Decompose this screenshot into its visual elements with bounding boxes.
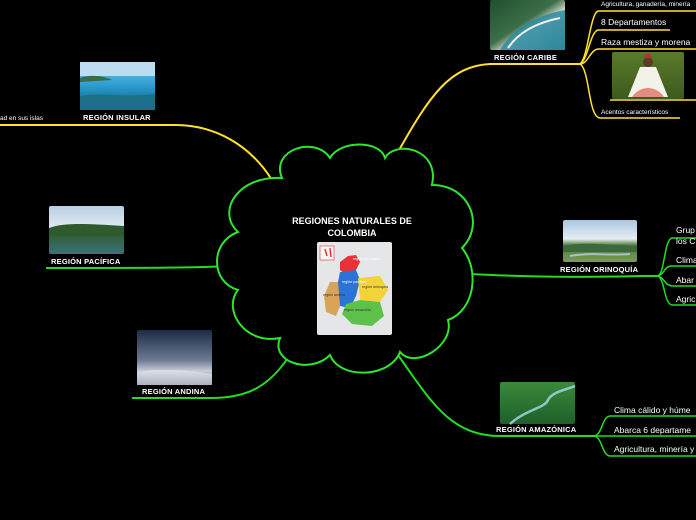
photo-andina	[137, 330, 212, 385]
amazonica-subtopic-2[interactable]: Abarca 6 departame	[614, 425, 692, 435]
map-label-andina: región andina	[323, 293, 345, 297]
connector-amazonica-sub-3	[594, 435, 696, 457]
connector-caribe-sub-3	[579, 48, 696, 65]
orinoquia-subtopic-1a[interactable]: Grup	[676, 225, 695, 235]
photo-caribe-woman	[612, 52, 684, 99]
orinoquia-subtopic-2[interactable]: Clima	[676, 255, 696, 265]
amazonica-subtopic-3[interactable]: Agricultura, minería y	[614, 444, 695, 454]
connector-orinoquia-sub-1	[657, 237, 696, 277]
connector-amazonica-sub-1	[594, 415, 696, 437]
caribe-subtopic-1[interactable]: Agricultura, ganadería, minería	[601, 1, 691, 8]
orinoquia-subtopic-1b[interactable]: los C	[676, 236, 696, 246]
photo-caribe	[490, 0, 565, 50]
connector-caribe-sub-2	[579, 29, 670, 65]
photo-pacifica	[49, 206, 124, 254]
map-label-caribe: región del caribe	[353, 257, 380, 261]
photo-orinoquia	[563, 220, 637, 262]
colombia-map	[317, 242, 392, 335]
region-label-amazonica[interactable]: REGIÓN AMAZÓNICA	[496, 425, 577, 434]
map-label-orinoquia: región orinoquía	[362, 285, 388, 289]
region-label-andina[interactable]: REGIÓN ANDINA	[142, 387, 206, 396]
connector-amazonica	[397, 354, 595, 437]
connector-orinoquia-sub-4	[657, 275, 696, 306]
connector-pacifica	[45, 265, 227, 269]
map-region-amazonia	[342, 300, 384, 326]
map-region-andina	[336, 270, 360, 308]
orinoquia-subtopic-4[interactable]: Agric	[676, 294, 696, 304]
central-title[interactable]: REGIONES NATURALES DE COLOMBIA	[292, 216, 412, 238]
map-region-pacifica	[324, 282, 340, 316]
insular-subtopic-1[interactable]: ad en sus islas	[0, 115, 43, 122]
connector-caribe-sub-4	[579, 63, 680, 119]
region-label-orinoquia[interactable]: REGIÓN ORINOQUÍA	[560, 265, 639, 274]
caribe-subtopic-4[interactable]: Acentos característicos	[601, 109, 669, 116]
photo-insular	[80, 62, 155, 110]
map-region-orinoquia	[358, 276, 388, 302]
connector-andina	[132, 354, 291, 399]
orinoquia-subtopic-3[interactable]: Abar	[676, 275, 694, 285]
caribe-subtopic-2[interactable]: 8 Departamentos	[601, 17, 667, 27]
photo-amazonica	[500, 382, 576, 425]
map-label-amazonia: región amazonía	[344, 308, 371, 312]
amazonica-subtopic-1[interactable]: Clima cálido y húme	[614, 405, 691, 415]
connector-insular	[0, 124, 273, 181]
region-label-pacifica[interactable]: REGIÓN PACÍFICA	[51, 257, 121, 266]
map-label-pacifica: región pacífica	[342, 280, 366, 284]
map-region-caribe	[340, 255, 360, 274]
caribe-subtopic-3[interactable]: Raza mestiza y morena	[601, 37, 691, 47]
connector-orinoquia	[469, 273, 658, 278]
connector-caribe	[397, 63, 580, 153]
region-label-caribe[interactable]: REGIÓN CARIBE	[494, 53, 558, 62]
region-label-insular[interactable]: REGIÓN INSULAR	[83, 113, 151, 122]
connector-orinoquia-sub-2	[657, 265, 696, 277]
